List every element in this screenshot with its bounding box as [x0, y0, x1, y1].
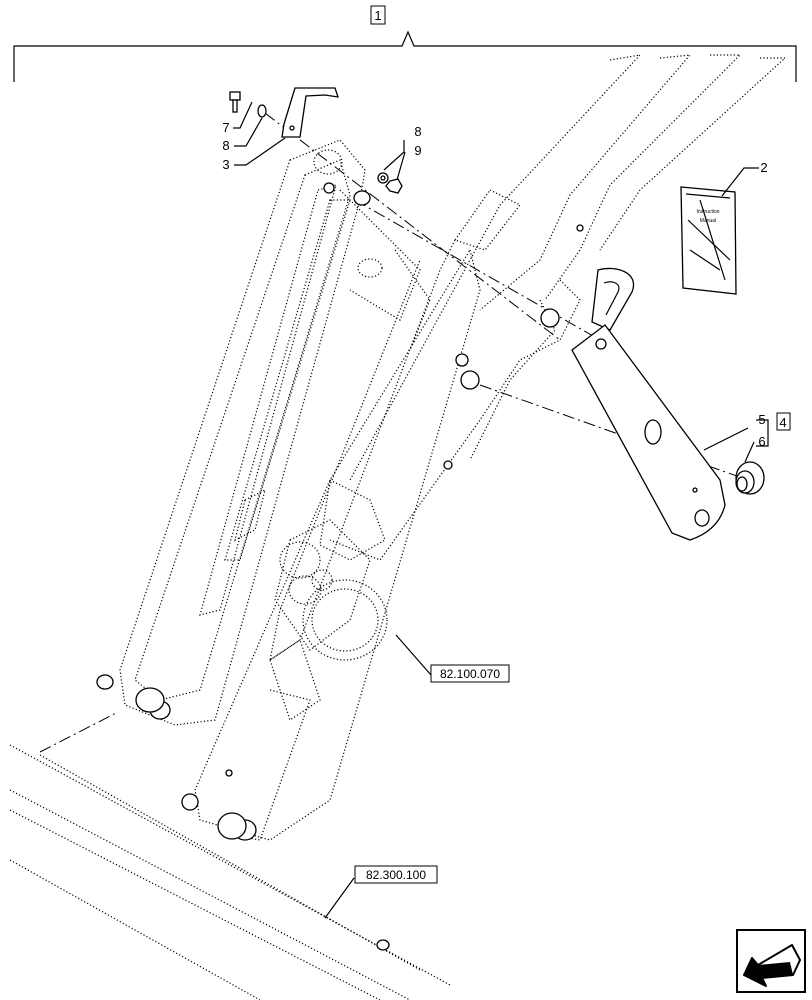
washer-top-left — [257, 104, 267, 118]
callout-5: 5 — [758, 412, 765, 427]
bolt-shank — [232, 99, 238, 113]
callout-8-right: 8 — [414, 124, 421, 139]
callout-3: 3 — [222, 157, 229, 172]
instruction-manual: Instruction Manual — [680, 186, 737, 295]
bolt-head — [229, 91, 241, 101]
manual-cover-text-2: Manual — [700, 218, 716, 224]
manual-cover-text: Instruction — [696, 209, 719, 215]
reference-boxes: 82.100.070 82.300.100 — [354, 664, 510, 884]
callout-7: 7 — [222, 120, 229, 135]
hardware-top-left — [229, 87, 339, 138]
arrow-back-icon[interactable] — [736, 929, 806, 993]
support-stand — [571, 267, 765, 541]
callout-8-left: 8 — [222, 138, 229, 153]
assembly-bracket: 1 — [13, 5, 797, 82]
frame-outline — [9, 744, 451, 1000]
callout-9: 9 — [414, 143, 421, 158]
callout-6: 6 — [758, 434, 765, 449]
leader-lines — [233, 101, 769, 919]
loader-arm-rear — [96, 139, 431, 726]
mount-bracket — [281, 87, 339, 138]
ref-frame: 82.300.100 — [366, 868, 426, 882]
callout-labels: 7 8 3 8 9 2 5 6 4 — [222, 120, 791, 449]
nut-right — [385, 178, 403, 194]
ref-box-loader-arm — [430, 664, 510, 683]
hardware-top-right — [377, 172, 403, 194]
ref-box-frame — [354, 865, 438, 884]
loader-arm-front — [181, 54, 787, 951]
callout-4: 4 — [779, 415, 786, 430]
callout-2: 2 — [760, 160, 767, 175]
ref-loader-arm: 82.100.070 — [440, 667, 500, 681]
callout-1: 1 — [374, 8, 381, 23]
